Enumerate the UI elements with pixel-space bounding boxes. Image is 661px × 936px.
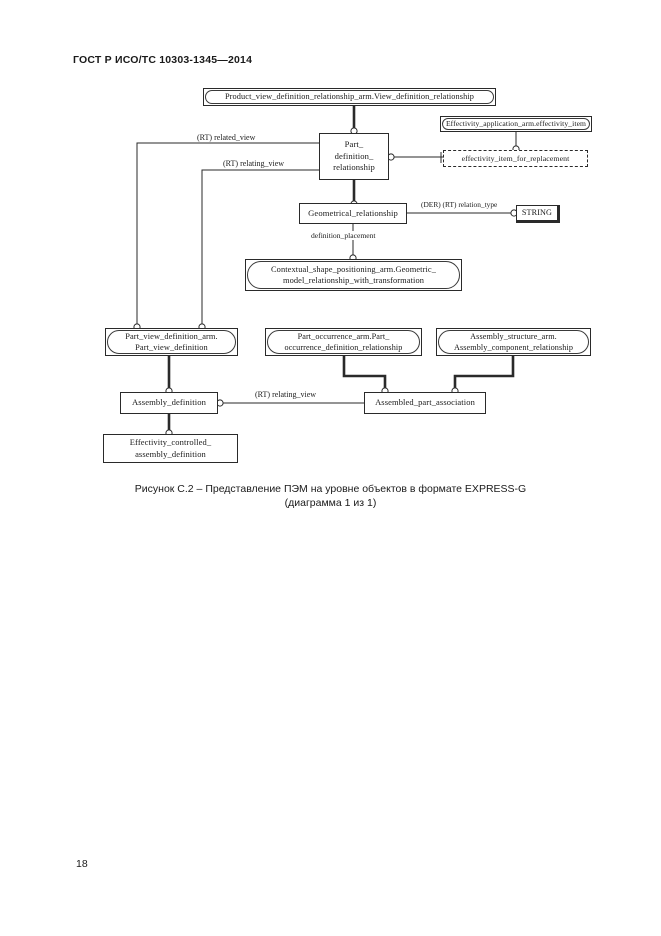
node-label: Assembly_structure_arm. Assembly_compone… xyxy=(451,331,576,354)
edge-label-definition-placement: definition_placement xyxy=(310,231,377,240)
figure-caption-line-2: (диаграмма 1 из 1) xyxy=(284,497,377,509)
node-label: Contextual_shape_positioning_arm.Geometr… xyxy=(268,264,439,287)
node-label-line-1: Part_view_definition_arm. xyxy=(125,331,218,341)
node-string-simple-type[interactable]: STRING xyxy=(516,205,558,221)
node-label-line-2: Assembly_component_relationship xyxy=(453,343,574,352)
node-label-line-2: occurrence_definition_relationship xyxy=(284,343,403,352)
figure-caption-line-1: Рисунок С.2 – Представление ПЭМ на уровн… xyxy=(134,483,527,495)
node-label: effectivity_item_for_replacement xyxy=(461,153,570,163)
node-effectivity-application-arm[interactable]: Effectivity_application_arm.effectivity_… xyxy=(440,116,592,132)
connector-related-view xyxy=(136,142,319,328)
node-assembly-structure[interactable]: Assembly_structure_arm. Assembly_compone… xyxy=(436,328,591,356)
node-label-line-2: definition_ xyxy=(334,150,374,161)
node-label: Part_ definition_ relationship xyxy=(330,139,378,174)
express-g-diagram: (RT) related_view (RT) relating_view (DE… xyxy=(103,88,592,463)
node-inner-rounded: Assembly_structure_arm. Assembly_compone… xyxy=(438,330,589,354)
node-label: Geometrical_relationship xyxy=(308,207,398,218)
edge-label-relating-view: (RT) relating_view xyxy=(222,159,286,168)
node-label-line-2: assembly_definition xyxy=(135,448,206,459)
node-label-line-1: Part_occurrence_arm.Part_ xyxy=(297,331,390,341)
node-effectivity-controlled-assembly-definition[interactable]: Effectivity_controlled_ assembly_definit… xyxy=(103,434,238,463)
node-product-view-definition-relationship[interactable]: Product_view_definition_relationship_arm… xyxy=(203,88,496,106)
node-inner-rounded: Part_occurrence_arm.Part_ occurrence_def… xyxy=(267,330,420,354)
node-label-line-1: Contextual_shape_positioning_arm.Geometr… xyxy=(270,264,437,274)
node-label-line-2: model_relationship_with_transformation xyxy=(282,276,425,285)
edge-label-related-view: (RT) related_view xyxy=(196,133,257,142)
node-contextual-shape-positioning[interactable]: Contextual_shape_positioning_arm.Geometr… xyxy=(245,259,462,291)
node-assembly-definition[interactable]: Assembly_definition xyxy=(120,392,218,414)
node-label: Effectivity_controlled_ assembly_definit… xyxy=(127,437,214,460)
node-assembled-part-association[interactable]: Assembled_part_association xyxy=(364,392,486,414)
node-label: STRING xyxy=(521,208,553,218)
connector-subtype-partocc-asmpartassoc xyxy=(342,356,387,392)
page-number: 18 xyxy=(76,858,88,870)
node-label: Assembly_definition xyxy=(132,397,206,408)
node-label: Part_view_definition_arm. Part_view_defi… xyxy=(122,331,221,354)
node-label: Product_view_definition_relationship_arm… xyxy=(224,92,475,102)
document-header-standard-number: ГОСТ Р ИСО/ТС 10303-1345—2014 xyxy=(73,54,253,66)
node-label: Assembled_part_association xyxy=(375,397,475,408)
edge-label-relation-type: (DER) (RT) relation_type xyxy=(420,200,499,209)
node-label: Part_occurrence_arm.Part_ occurrence_def… xyxy=(282,331,406,354)
node-label-line-2: Part_view_definition xyxy=(135,343,208,352)
diagram-connectors xyxy=(133,106,520,437)
edge-label-relating-view-2: (RT) relating_view xyxy=(254,390,318,399)
node-part-definition-relationship[interactable]: Part_ definition_ relationship xyxy=(319,133,389,180)
node-inner-rounded: Effectivity_application_arm.effectivity_… xyxy=(442,118,590,130)
node-inner-rounded: Contextual_shape_positioning_arm.Geometr… xyxy=(247,261,460,289)
node-inner-rounded: Product_view_definition_relationship_arm… xyxy=(205,90,494,104)
node-label-line-1: Part_ xyxy=(344,139,364,150)
connector-subtype-asmstruct-asmpartassoc xyxy=(453,356,515,392)
node-inner-rounded: Part_view_definition_arm. Part_view_defi… xyxy=(107,330,236,354)
node-label-line-1: Assembly_structure_arm. xyxy=(470,331,557,341)
node-label-line-3: relationship xyxy=(333,162,375,173)
node-geometrical-relationship[interactable]: Geometrical_relationship xyxy=(299,203,407,224)
connector-relating-view xyxy=(201,169,319,328)
figure-caption: Рисунок С.2 – Представление ПЭМ на уровн… xyxy=(73,482,588,510)
node-part-view-definition[interactable]: Part_view_definition_arm. Part_view_defi… xyxy=(105,328,238,356)
node-part-occurrence[interactable]: Part_occurrence_arm.Part_ occurrence_def… xyxy=(265,328,422,356)
node-label-line-1: Effectivity_controlled_ xyxy=(129,437,212,447)
node-effectivity-item-for-replacement[interactable]: effectivity_item_for_replacement xyxy=(443,150,588,167)
node-label: Effectivity_application_arm.effectivity_… xyxy=(445,119,587,129)
